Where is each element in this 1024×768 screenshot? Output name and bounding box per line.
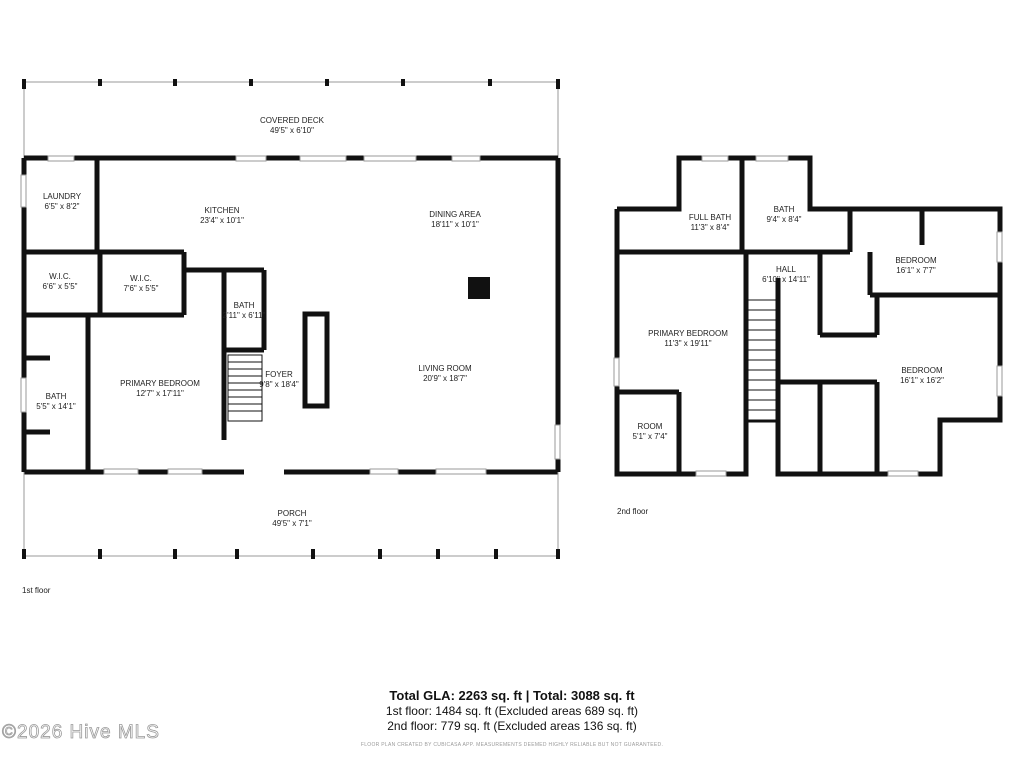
- first-floor-area: 1st floor: 1484 sq. ft (Excluded areas 6…: [385, 704, 639, 718]
- floor-label-1st: 1st floor: [22, 586, 51, 595]
- first-floor-walls: [21, 155, 561, 475]
- second-floor-plan: [613, 155, 1003, 477]
- second-floor-windows: [613, 155, 1003, 477]
- room-label-wic-1: W.I.C.6'6" x 5'5": [42, 272, 78, 291]
- porch-outline: [23, 472, 559, 557]
- staircase-2: [747, 299, 777, 421]
- watermark: ©2026 Hive MLS: [2, 722, 160, 744]
- fireplace-column: [468, 277, 490, 299]
- room-label-wic-2: W.I.C.7'6" x 5'5": [123, 274, 159, 293]
- first-floor-windows: [20, 155, 561, 475]
- porch-posts: [22, 549, 560, 559]
- staircase-1: [227, 354, 263, 422]
- disclaimer-text: FLOOR PLAN CREATED BY CUBICASA APP. MEAS…: [360, 742, 664, 748]
- deck-posts: [22, 79, 560, 89]
- second-floor-walls: [614, 155, 1003, 477]
- first-floor-plan: [20, 79, 561, 559]
- covered-deck-outline: [23, 81, 559, 158]
- total-area-summary: Total GLA: 2263 sq. ft | Total: 3088 sq.…: [389, 688, 635, 703]
- second-floor-area: 2nd floor: 779 sq. ft (Excluded areas 13…: [387, 719, 637, 733]
- floor-label-2nd: 2nd floor: [617, 507, 649, 516]
- foyer-island: [302, 311, 330, 409]
